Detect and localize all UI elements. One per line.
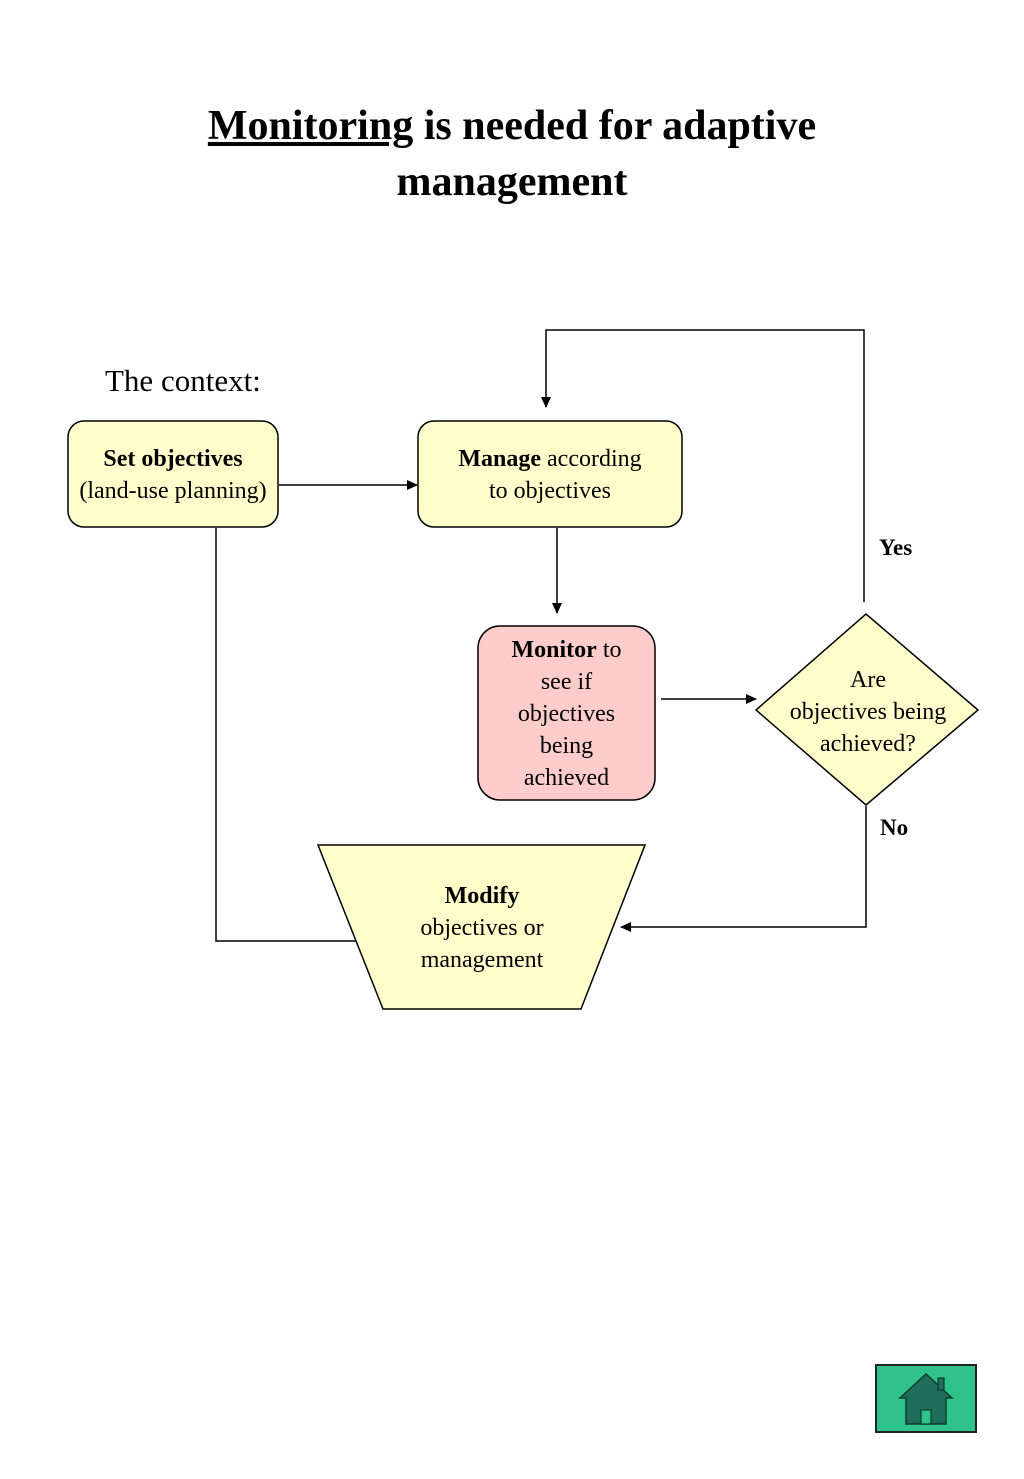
monitor-label: Monitor [511, 637, 597, 663]
set-objectives-box [67, 420, 279, 528]
modify-text: Modify objectives or management [382, 880, 582, 976]
monitor-sub-1: to [596, 637, 622, 663]
line-set-to-modify [215, 528, 356, 942]
decision-diamond [754, 613, 980, 806]
manage-box [417, 420, 683, 528]
home-icon [898, 1372, 954, 1425]
context-label: The context: [105, 363, 261, 398]
decision-text: Are objectives being achieved? [768, 664, 968, 760]
set-objectives-label: Set objectives [103, 446, 243, 472]
manage-sub-2: to objectives [489, 478, 611, 504]
modify-label: Modify [444, 883, 520, 909]
manage-text: Manage according to objectives [418, 443, 682, 507]
monitor-sub-3: objectives [517, 701, 616, 727]
arrow-no-to-modify [620, 806, 867, 932]
home-button[interactable] [875, 1364, 977, 1433]
decision-line-2: objectives being [789, 699, 947, 725]
modify-sub-2: management [420, 947, 544, 973]
edge-label-yes: Yes [879, 535, 913, 560]
title-emphasis: Monitoring [207, 103, 414, 149]
arrow-yes-loop [541, 329, 865, 602]
page-title: Monitoring is needed for adaptive manage… [0, 98, 1024, 210]
monitor-sub-4: being [539, 733, 594, 759]
title-line-2: management [396, 159, 628, 205]
set-objectives-sub: (land-use planning) [79, 478, 267, 504]
decision-line-3: achieved? [820, 731, 916, 757]
title-line-1: Monitoring is needed for adaptive [0, 98, 1024, 154]
manage-sub-1: according [541, 446, 642, 472]
monitor-sub-5: achieved [523, 765, 610, 791]
decision-line-1: Are [850, 667, 886, 693]
set-objectives-text: Set objectives (land-use planning) [60, 443, 286, 507]
modify-trapezoid [316, 844, 647, 1010]
monitor-text: Monitor to see if objectives being achie… [478, 634, 655, 794]
edge-label-no: No [880, 815, 909, 840]
modify-sub-1: objectives or [420, 915, 544, 941]
monitor-sub-2: see if [540, 669, 593, 695]
title-rest: is needed for adaptive [413, 103, 817, 149]
manage-label: Manage [458, 446, 542, 472]
monitor-box [477, 625, 656, 801]
